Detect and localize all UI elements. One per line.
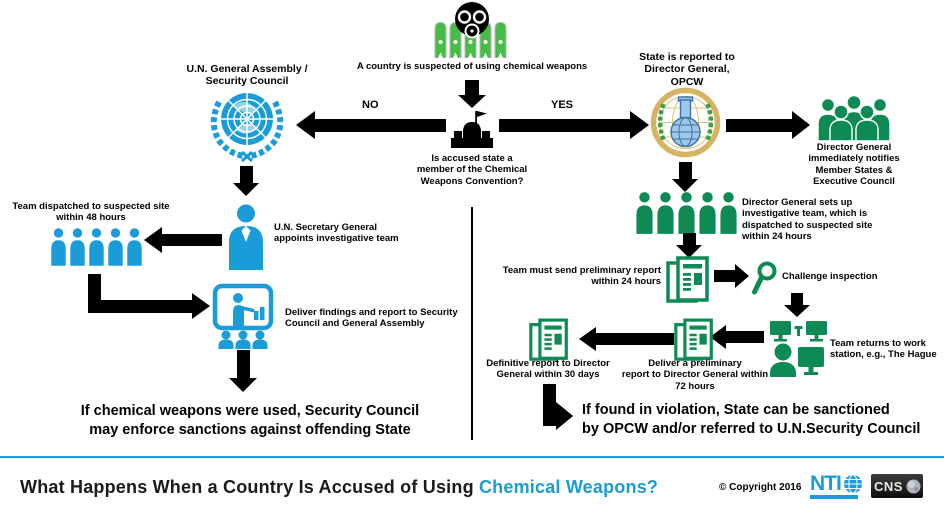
cns-logo: CNS — [871, 474, 923, 498]
arrow-ws-doc-shaft — [726, 331, 764, 343]
deliver-caption: Deliver a preliminary report to Director… — [621, 358, 769, 392]
arrow-inspection-down-head — [784, 305, 810, 317]
findings-caption: Deliver findings and report to Security … — [285, 307, 458, 330]
nti-globe-icon — [843, 474, 863, 494]
presentation-icon — [212, 283, 274, 349]
arrow-team-l-horizontal — [88, 300, 192, 313]
notify-caption: Director General immediately notifies Me… — [808, 142, 900, 188]
arrow-yes-head — [630, 111, 649, 139]
right-conclusion: If found in violation, State can be sanc… — [582, 402, 921, 437]
crowd-icon — [816, 96, 892, 141]
copyright-text: © Copyright 2016 — [719, 482, 802, 493]
arrow-violation-l-vertical — [543, 384, 556, 426]
un-heading: U.N. General Assembly / Security Council — [186, 63, 308, 88]
page-title-highlight: Chemical Weapons? — [478, 477, 659, 497]
opcw-team-icon — [635, 192, 738, 234]
arrow-team-l-head — [192, 293, 210, 319]
arrow-yes-shaft — [499, 119, 630, 132]
arrow-opcw-down-shaft — [679, 162, 692, 180]
castle-icon — [451, 110, 493, 148]
cns-globe-icon — [906, 479, 921, 494]
deliver-report-icon — [674, 318, 714, 364]
nti-logo: NTI — [810, 473, 863, 499]
definitive-caption: Definitive report to Director General wi… — [486, 358, 610, 381]
arrow-findings-down-shaft — [237, 350, 250, 379]
nti-tagline-bar — [810, 495, 858, 499]
magnifier-icon — [750, 261, 778, 297]
arrow-team-l-vertical — [88, 274, 101, 308]
yes-label: YES — [551, 99, 574, 111]
un-team-icon — [50, 227, 143, 267]
arrow-no-head — [296, 111, 315, 139]
arrow-challenge-shaft — [714, 270, 736, 282]
prelim-caption: Team must send preliminary report within… — [502, 265, 661, 288]
arrow-sg-team-shaft — [162, 234, 222, 246]
arrow-ws-doc-head — [710, 325, 726, 349]
arrow-inspection-down-shaft — [791, 293, 803, 306]
gas-mask-icon — [449, 0, 495, 44]
branch-divider — [471, 207, 473, 440]
challenge-caption: Challenge inspection — [782, 271, 878, 282]
page-title: What Happens When a Country Is Accused o… — [20, 477, 658, 498]
arrow-opcw-down-head — [672, 179, 698, 192]
un-team-caption: Team dispatched to suspected site within… — [12, 201, 170, 224]
workstation-icon — [770, 321, 827, 377]
footer-accent-line — [0, 456, 944, 458]
no-label: NO — [362, 99, 379, 111]
arrow-un-down-shaft — [240, 166, 253, 184]
un-emblem-icon — [206, 86, 288, 162]
definitive-report-icon — [529, 318, 569, 364]
arrow-violation-l-head — [556, 402, 573, 430]
arrow-no-shaft — [315, 119, 446, 132]
opcw-heading: State is reported to Director General, O… — [639, 51, 735, 88]
left-conclusion: If chemical weapons were used, Security … — [80, 403, 420, 438]
arrow-findings-down-head — [229, 378, 257, 392]
arrow-opcw-team-down-shaft — [683, 233, 696, 246]
decision-caption: Is accused state a member of the Chemica… — [416, 153, 528, 187]
suspect-caption: A country is suspected of using chemical… — [356, 61, 588, 72]
arrow-suspect-down-shaft — [465, 80, 479, 96]
workstation-caption: Team returns to work station, e.g., The … — [830, 338, 937, 361]
page-title-prefix: What Happens When a Country Is Accused o… — [20, 477, 479, 497]
arrow-definitive-head — [579, 327, 596, 351]
arrow-suspect-down-head — [458, 95, 486, 108]
arrow-notify-head — [792, 111, 810, 139]
nti-logo-text: NTI — [810, 472, 842, 495]
arrow-definitive-shaft — [596, 333, 674, 345]
setup-caption: Director General sets up investigative t… — [742, 197, 873, 243]
secretary-general-icon — [226, 204, 266, 270]
sg-caption: U.N. Secretary General appoints investig… — [274, 222, 399, 245]
arrow-un-down-head — [233, 183, 259, 196]
opcw-emblem-icon — [650, 87, 721, 158]
arrow-challenge-head — [735, 264, 749, 288]
cns-logo-text: CNS — [874, 478, 903, 494]
arrow-opcw-team-down-head — [676, 245, 702, 258]
prelim-report-icon — [666, 256, 710, 306]
arrow-sg-team-head — [144, 227, 162, 253]
arrow-notify-shaft — [726, 119, 792, 132]
